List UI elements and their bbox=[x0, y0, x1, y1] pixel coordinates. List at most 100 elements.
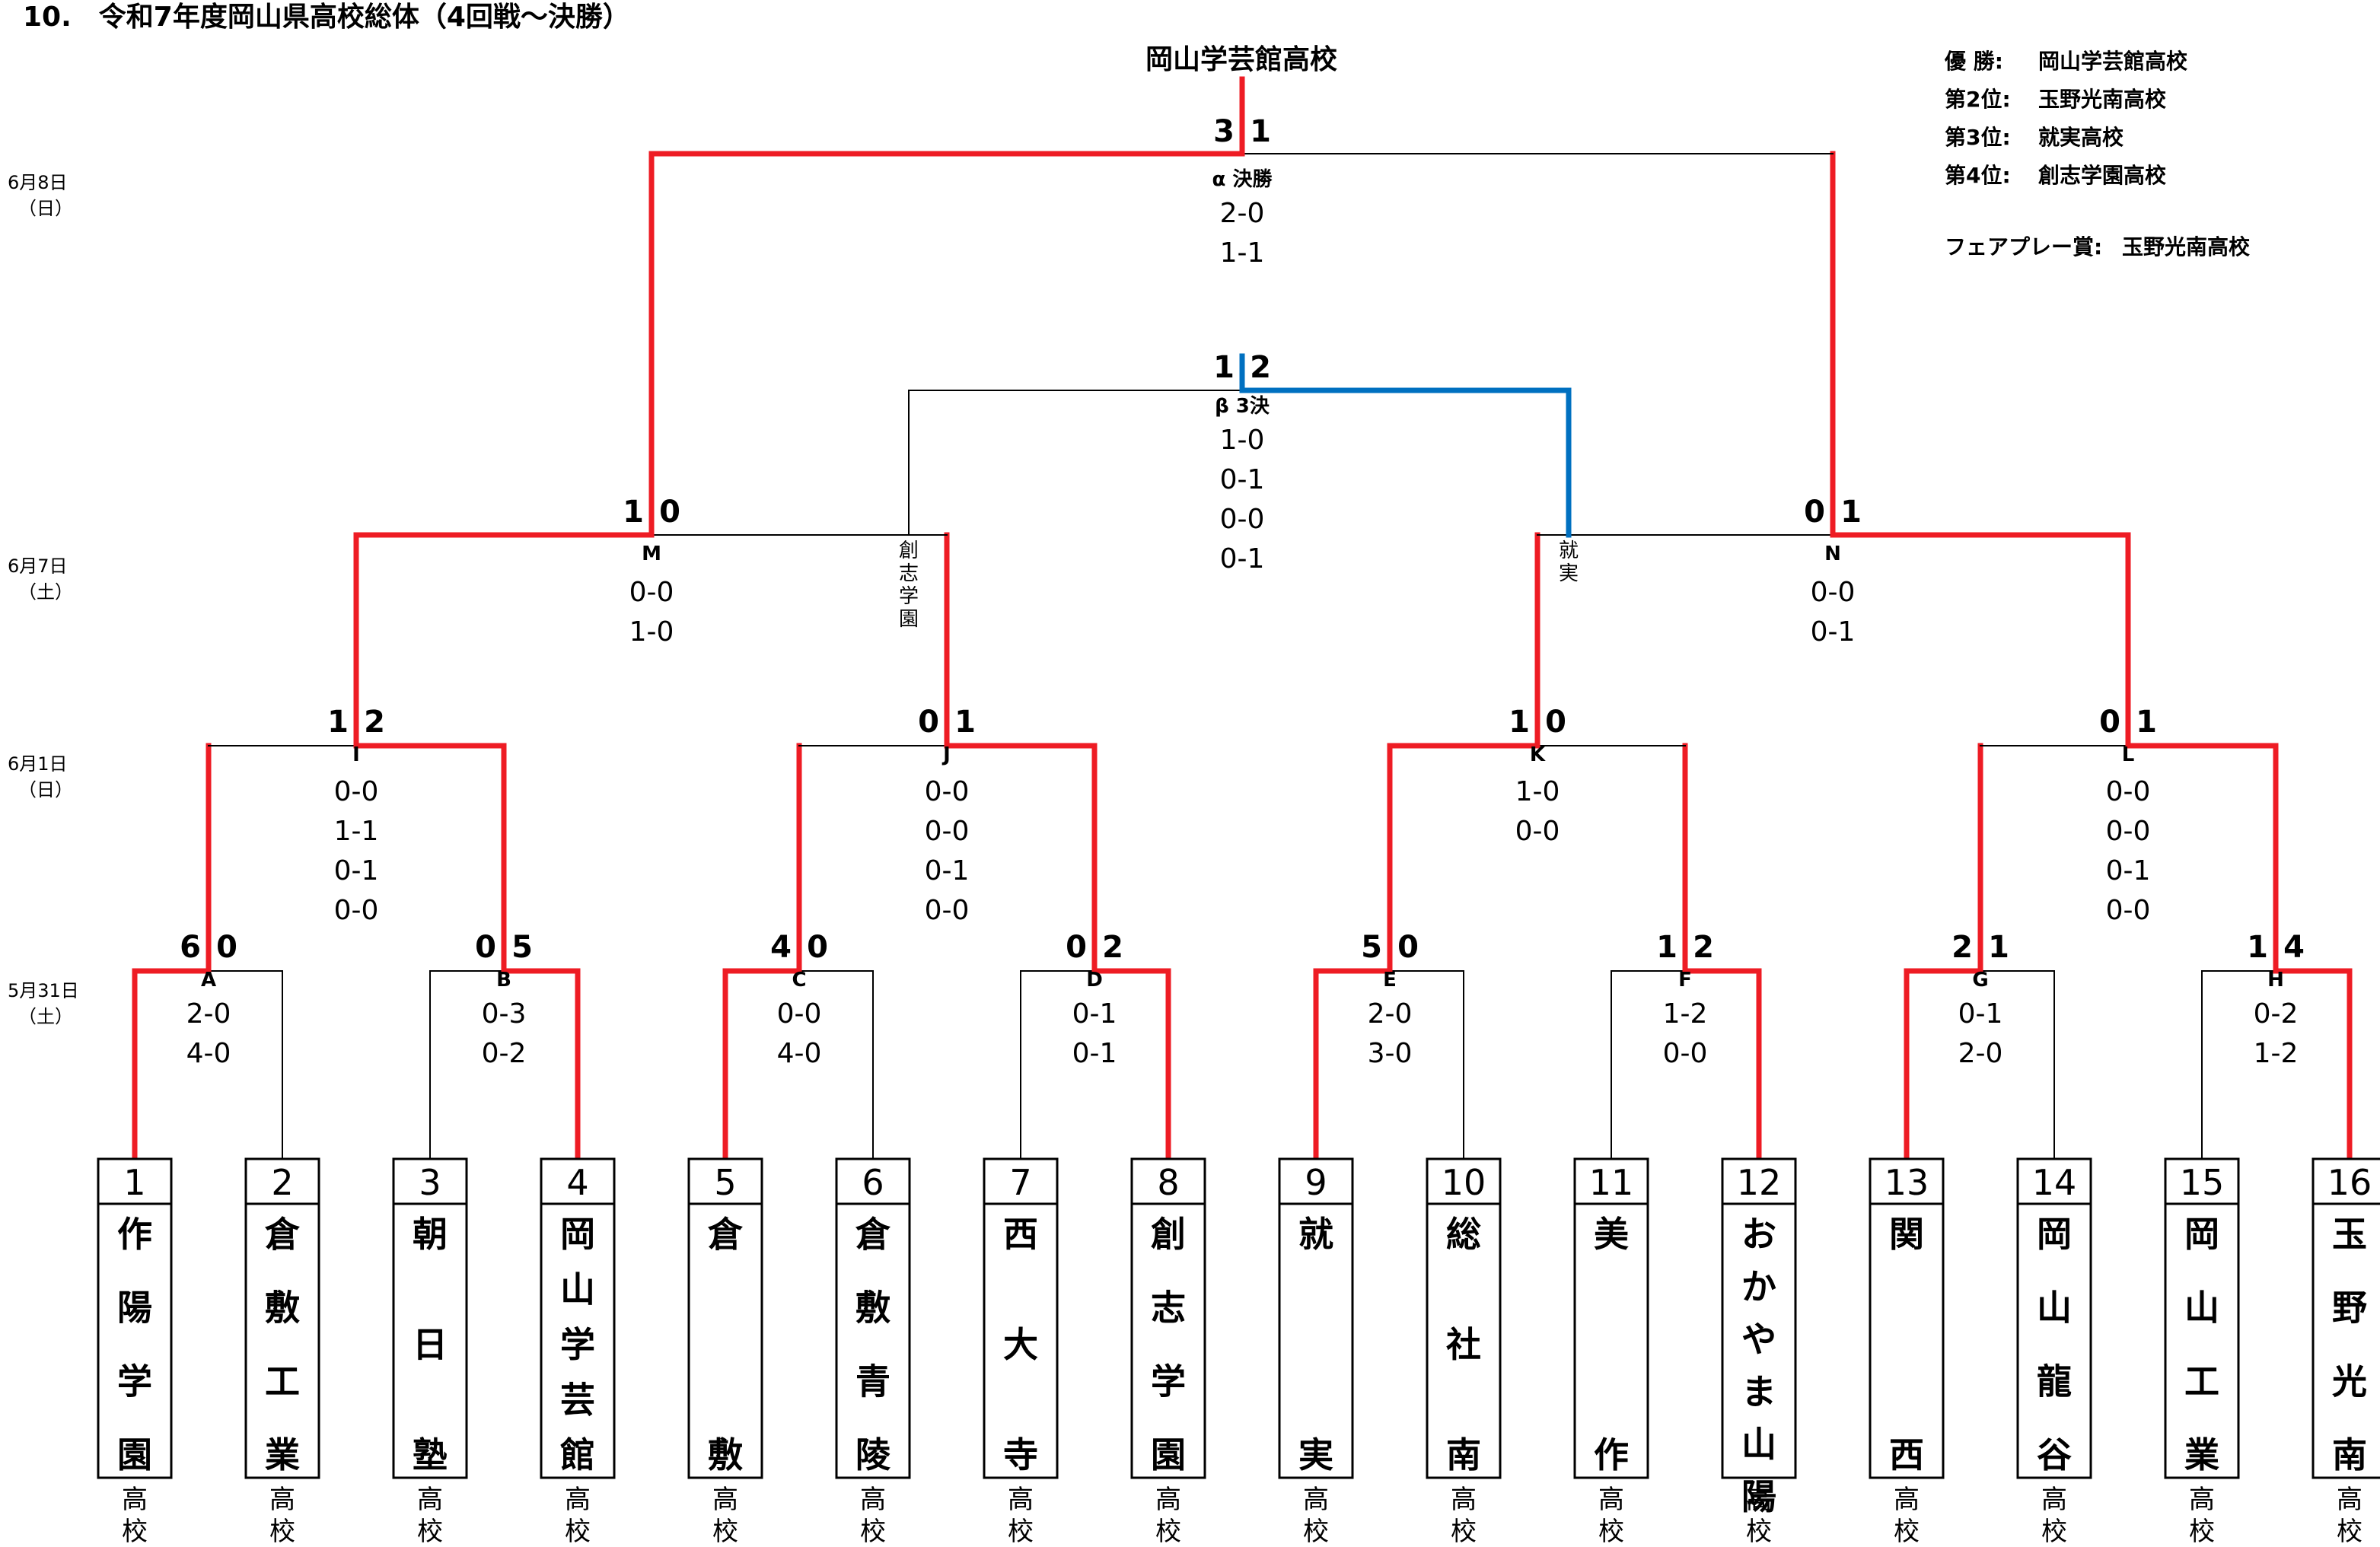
team-suffix-char: 高 bbox=[1746, 1485, 1772, 1515]
team-name-char: 寺 bbox=[1003, 1434, 1038, 1475]
score-left: 1 bbox=[1213, 350, 1235, 385]
team-number: 5 bbox=[714, 1162, 736, 1203]
team-name-char: 青 bbox=[855, 1361, 891, 1402]
bracket-lines bbox=[132, 76, 2353, 1162]
team-box-frame bbox=[1426, 1157, 1502, 1479]
team-number: 6 bbox=[862, 1162, 884, 1203]
team-name-char: 岡 bbox=[2037, 1214, 2072, 1255]
match-id: K bbox=[1530, 743, 1546, 766]
team-suffix-char: 校 bbox=[1303, 1517, 1329, 1547]
result-value: 創志学園高校 bbox=[2038, 163, 2167, 188]
team-name-char: 園 bbox=[117, 1434, 152, 1475]
half-score: 1-0 bbox=[629, 616, 674, 648]
half-score: 1-2 bbox=[2254, 1038, 2299, 1069]
team-name-char: 西 bbox=[1003, 1214, 1038, 1255]
team-number: 10 bbox=[1442, 1162, 1486, 1203]
team-name-char: 敷 bbox=[708, 1434, 743, 1475]
semi-loser-char: 就 bbox=[1559, 540, 1579, 562]
match-id: L bbox=[2122, 743, 2135, 766]
team-name-char: 岡 bbox=[2184, 1214, 2219, 1255]
team-name-char: 作 bbox=[117, 1214, 152, 1255]
half-score: 0-2 bbox=[482, 1038, 527, 1069]
team-name-char: や bbox=[1741, 1319, 1776, 1360]
team-name-char: 社 bbox=[1446, 1324, 1481, 1365]
score-left: 1 bbox=[2247, 930, 2268, 965]
team-box-frame bbox=[392, 1157, 468, 1479]
team-box-frame bbox=[1869, 1157, 1945, 1479]
team-name-char: 南 bbox=[1446, 1434, 1481, 1475]
result-label: 第2位: bbox=[1945, 87, 2011, 112]
half-score: 1-0 bbox=[1220, 425, 1265, 456]
team-suffix-char: 校 bbox=[1598, 1517, 1624, 1547]
match-id: J bbox=[941, 743, 951, 766]
team-name-char: 陽 bbox=[117, 1288, 152, 1329]
score-left: 4 bbox=[770, 930, 792, 965]
team-number: 14 bbox=[2032, 1162, 2077, 1203]
half-score: 0-0 bbox=[629, 577, 674, 608]
team-name-char: 学 bbox=[1151, 1361, 1186, 1402]
score-left: 1 bbox=[327, 705, 349, 740]
half-score: 0-1 bbox=[2106, 855, 2151, 887]
half-score: 0-0 bbox=[925, 816, 970, 847]
result-value: 岡山学芸館高校 bbox=[2038, 49, 2188, 74]
score-left: 0 bbox=[1066, 930, 1087, 965]
team-suffix-char: 校 bbox=[2189, 1517, 2215, 1547]
round-date: 6月1日 bbox=[8, 753, 68, 775]
half-score: 0-1 bbox=[1811, 616, 1856, 648]
team-suffix-char: 高 bbox=[417, 1485, 443, 1515]
half-score: 0-0 bbox=[1663, 1038, 1708, 1069]
score-left: 3 bbox=[1213, 114, 1235, 149]
match-id: F bbox=[1678, 969, 1692, 992]
score-right: 4 bbox=[2283, 930, 2305, 965]
match-id: H bbox=[2267, 969, 2284, 992]
team-box-frame bbox=[97, 1157, 173, 1479]
team-name-char: 西 bbox=[1889, 1434, 1924, 1475]
team-suffix-char: 高 bbox=[1894, 1485, 1920, 1515]
half-score: 0-0 bbox=[925, 776, 970, 807]
team-name-char: 実 bbox=[1298, 1434, 1333, 1475]
round-day: （日） bbox=[18, 198, 73, 219]
team-suffix-char: 校 bbox=[1746, 1517, 1772, 1547]
team-name-char: 園 bbox=[1151, 1434, 1186, 1475]
half-score: 0-0 bbox=[334, 776, 379, 807]
result-label: 第3位: bbox=[1945, 125, 2011, 150]
team-box-frame bbox=[687, 1157, 763, 1479]
score-right: 5 bbox=[511, 930, 533, 965]
half-score: 1-0 bbox=[1515, 776, 1560, 807]
half-score: 2-0 bbox=[1368, 998, 1413, 1030]
half-score: 0-0 bbox=[2106, 816, 2151, 847]
score-right: 2 bbox=[1693, 930, 1714, 965]
team-box-frame bbox=[540, 1157, 616, 1479]
team-suffix-char: 高 bbox=[2189, 1485, 2215, 1515]
half-score: 0-0 bbox=[2106, 895, 2151, 926]
team-name-char: 倉 bbox=[855, 1214, 891, 1255]
score-right: 2 bbox=[1250, 350, 1271, 385]
half-score: 1-1 bbox=[334, 816, 379, 847]
team-box-frame bbox=[1573, 1157, 1649, 1479]
team-name-char: 陽 bbox=[1741, 1476, 1776, 1517]
half-score: 0-0 bbox=[1220, 504, 1265, 535]
team-box-frame bbox=[2016, 1157, 2092, 1479]
team-suffix-char: 校 bbox=[712, 1517, 738, 1547]
result-value: 玉野光南高校 bbox=[2038, 87, 2167, 112]
match-id: B bbox=[496, 969, 511, 992]
team-name-char: 芸 bbox=[560, 1380, 595, 1421]
team-suffix-char: 高 bbox=[1008, 1485, 1034, 1515]
score-right: 0 bbox=[1397, 930, 1419, 965]
round-day: （土） bbox=[18, 1006, 73, 1027]
team-number: 12 bbox=[1737, 1162, 1782, 1203]
team-suffix-char: 校 bbox=[122, 1517, 148, 1547]
team-suffix-char: 校 bbox=[1008, 1517, 1034, 1547]
team-suffix-char: 高 bbox=[565, 1485, 591, 1515]
team-name-char: 倉 bbox=[264, 1214, 300, 1255]
team-suffix-char: 高 bbox=[860, 1485, 886, 1515]
team-name-char: 工 bbox=[265, 1361, 300, 1402]
